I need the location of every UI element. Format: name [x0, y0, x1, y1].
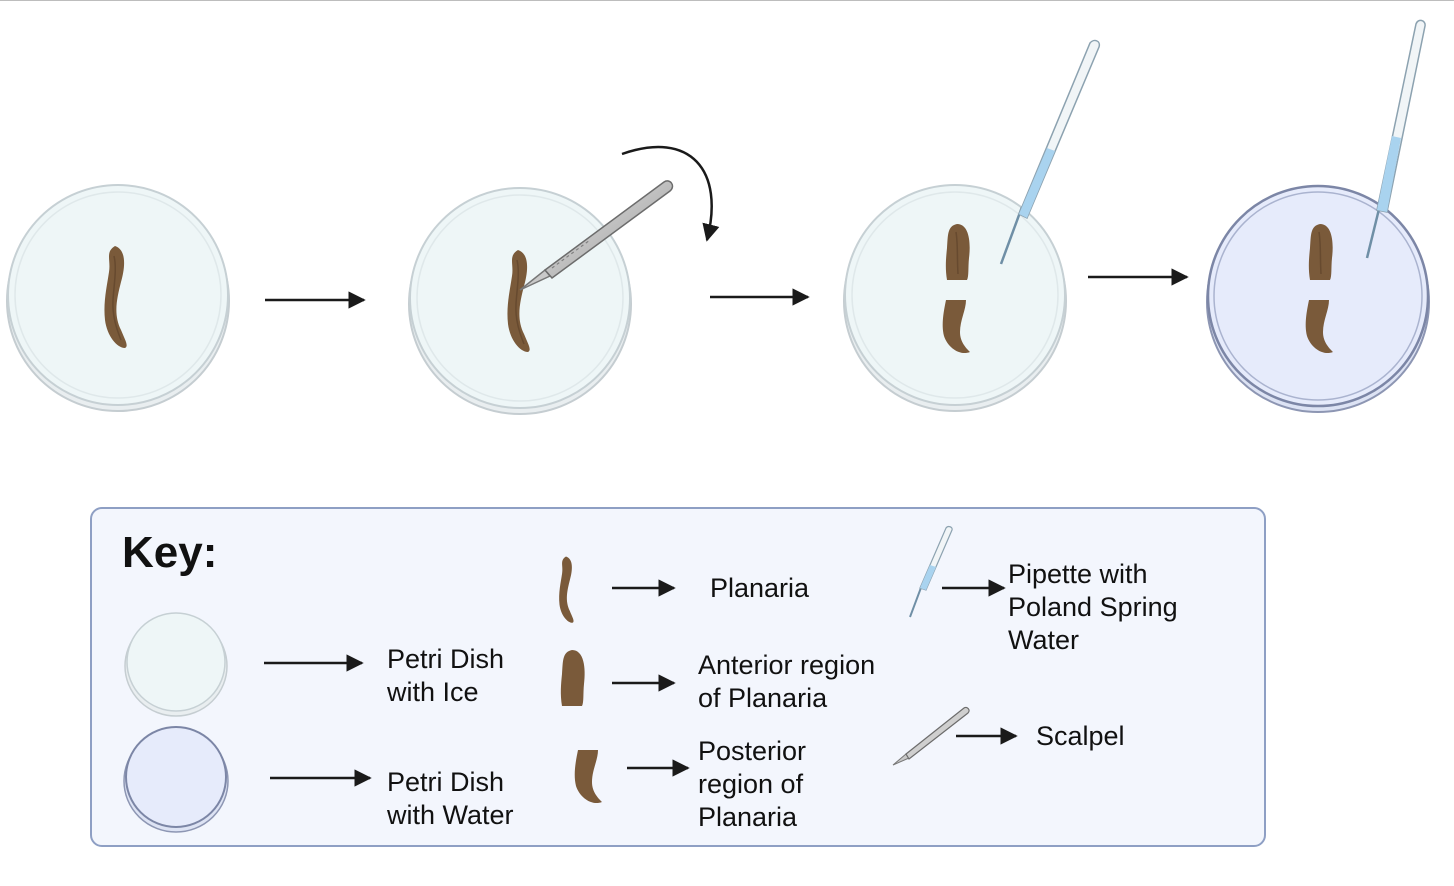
- step-3: [843, 39, 1101, 412]
- label-petri-water: Petri Dish with Water: [387, 767, 514, 830]
- scalpel-icon: [519, 180, 674, 291]
- key-title: Key:: [122, 528, 218, 577]
- key-planaria-icon: [559, 556, 574, 623]
- label-petri-ice: Petri Dish with Ice: [387, 644, 505, 707]
- key-petri-ice-icon: [124, 612, 228, 717]
- pipette-icon: [999, 39, 1101, 265]
- label-pipette: Pipette with Poland Spring Water: [1008, 559, 1178, 655]
- curved-arrow: [621, 145, 720, 242]
- key-anterior-icon: [560, 650, 585, 706]
- step-4: [1205, 19, 1431, 414]
- label-scalpel: Scalpel: [1036, 721, 1125, 751]
- key-pipette-icon: [909, 525, 953, 618]
- label-planaria: Planaria: [710, 573, 810, 603]
- label-anterior: Anterior region of Planaria: [698, 650, 876, 713]
- key-panel: [90, 507, 1266, 847]
- label-posterior: Posterior region of Planaria: [698, 736, 807, 832]
- key-petri-water-icon: [123, 726, 229, 833]
- top-border-line: [0, 0, 1454, 1]
- key-scalpel-icon: [892, 706, 970, 766]
- step-2: [408, 145, 720, 415]
- key-posterior-icon: [574, 750, 602, 804]
- pipette-icon: [1365, 19, 1426, 259]
